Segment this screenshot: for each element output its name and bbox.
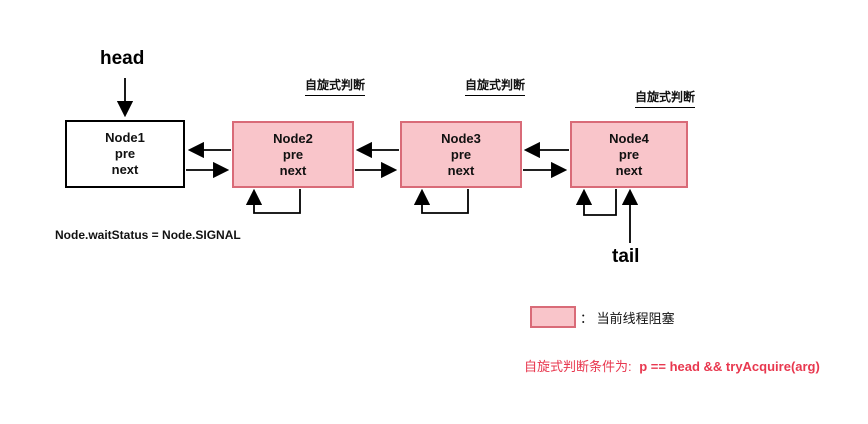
spin-label-node3: 自旋式判断 bbox=[465, 76, 526, 96]
node2-box: Node2 pre next bbox=[232, 121, 354, 188]
spin-label-node4: 自旋式判断 bbox=[635, 88, 696, 108]
node1-box: Node1 pre next bbox=[65, 120, 185, 188]
waitstatus-label: Node.waitStatus = Node.SIGNAL bbox=[55, 228, 241, 242]
node1-pre-label: pre bbox=[114, 146, 136, 161]
node3-box: Node3 pre next bbox=[400, 121, 522, 188]
node4-box: Node4 pre next bbox=[570, 121, 688, 188]
node1-title: Node1 bbox=[105, 130, 145, 145]
node2-title: Node2 bbox=[273, 130, 313, 146]
spin-label-node2: 自旋式判断 bbox=[305, 76, 366, 96]
condition-prefix: 自旋式判断条件为: bbox=[524, 359, 636, 374]
node3-pre-label: pre bbox=[450, 146, 472, 162]
node4-title: Node4 bbox=[609, 130, 649, 146]
node2-pre-label: pre bbox=[282, 146, 304, 162]
spin-loop-node2 bbox=[245, 188, 301, 214]
node4-next-label: next bbox=[615, 162, 643, 178]
spin-condition: 自旋式判断条件为: p == head && tryAcquire(arg) bbox=[524, 356, 820, 375]
node3-title: Node3 bbox=[441, 130, 481, 146]
node3-next-label: next bbox=[447, 162, 475, 178]
legend: ： 当前线程阻塞 bbox=[530, 306, 675, 328]
condition-code: p == head && tryAcquire(arg) bbox=[639, 359, 820, 374]
head-label: head bbox=[100, 48, 145, 69]
legend-label: ： 当前线程阻塞 bbox=[580, 310, 675, 326]
blocked-node-swatch bbox=[530, 306, 576, 328]
spin-loop-node3 bbox=[413, 188, 469, 214]
node2-next-label: next bbox=[279, 162, 307, 178]
spin-loop-node4 bbox=[575, 188, 617, 216]
node1-next-label: next bbox=[111, 162, 139, 177]
node4-pre-label: pre bbox=[618, 146, 640, 162]
tail-label: tail bbox=[612, 246, 640, 267]
